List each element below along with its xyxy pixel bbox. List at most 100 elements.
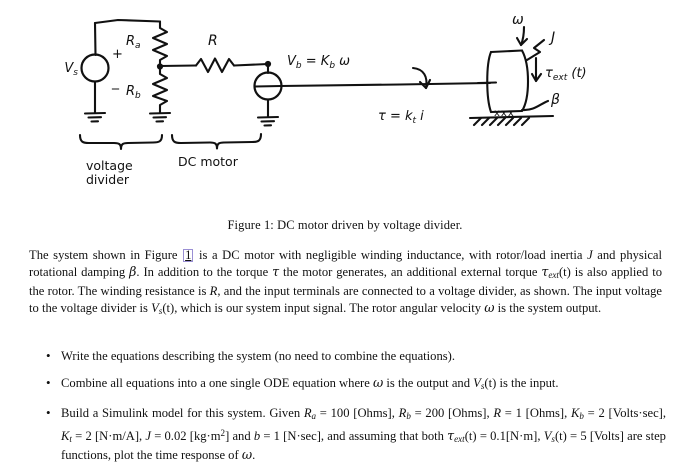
given-ra-value: = 100 [Ohms], bbox=[316, 406, 399, 421]
rotor-top-edge bbox=[489, 49, 524, 54]
motor-shaft bbox=[279, 81, 492, 88]
symbol-source-voltage-subscript: s bbox=[480, 381, 485, 392]
task-3-tail-lead: and assuming that both bbox=[327, 428, 448, 443]
label-brace-voltage-divider-line1: voltage bbox=[86, 158, 133, 173]
ground-hatching bbox=[472, 116, 531, 127]
label-hatch-marks: xxx bbox=[494, 108, 515, 119]
symbol-resistance: R bbox=[209, 284, 218, 299]
task-3-lead: Build a Simulink model for this system. … bbox=[61, 406, 304, 421]
given-b-value: = 1 [N·sec], bbox=[260, 428, 328, 443]
symbol-source-voltage: V bbox=[543, 428, 552, 443]
omega-arrow-head bbox=[515, 36, 529, 47]
task-list: • Write the equations describing the syst… bbox=[44, 348, 666, 464]
symbol-torque-ext: τ bbox=[541, 263, 549, 279]
label-source-minus: _ bbox=[111, 74, 120, 90]
para-text-7: , and the input terminals are connected … bbox=[29, 284, 662, 315]
given-j-value: = 0.02 [kg·m bbox=[150, 428, 221, 443]
para-text-4: . In addition to the torque bbox=[136, 264, 273, 279]
given-kb-subscript: b bbox=[579, 411, 584, 422]
para-text-3: and physical rotational damping bbox=[29, 248, 662, 279]
ground-vb-bar1 bbox=[256, 115, 280, 119]
wire-R-to-vb bbox=[232, 62, 270, 67]
brace-voltage-divider bbox=[78, 133, 164, 151]
label-r: R bbox=[208, 33, 218, 49]
given-kt-subscript: t bbox=[69, 433, 72, 444]
label-back-emf: Vb = Kb ω bbox=[287, 54, 350, 71]
task-2-suffix: (t) is the input. bbox=[484, 376, 559, 391]
label-omega: ω bbox=[512, 12, 524, 28]
symbol-torque: τ bbox=[272, 263, 280, 279]
label-brace-voltage-divider-line2: divider bbox=[86, 172, 130, 187]
description-paragraph: The system shown in Figure 1 is a DC mot… bbox=[29, 247, 662, 319]
task-3-tail-end: (t) = 5 [Volts] are step functions, plot… bbox=[61, 428, 666, 463]
given-j-symbol: J bbox=[145, 428, 151, 443]
para-text-8: (t), which is our system input signal. T… bbox=[162, 300, 485, 315]
rotor-left-ellipse-arc bbox=[486, 50, 493, 114]
given-kt-symbol: K bbox=[61, 428, 70, 443]
label-brace-dc-motor: DC motor bbox=[178, 154, 239, 169]
task-2-prefix: Combine all equations into a one single … bbox=[61, 376, 373, 391]
resistor-rb-symbol bbox=[151, 65, 169, 115]
given-rb-symbol: R bbox=[398, 406, 407, 421]
figure-caption: Figure 1: DC motor driven by voltage div… bbox=[227, 218, 463, 232]
label-rb: Rb bbox=[126, 84, 141, 101]
bullet-marker-icon: • bbox=[46, 405, 51, 421]
wire-top bbox=[93, 18, 162, 25]
given-kt-value: = 2 [N·m/A], bbox=[71, 428, 146, 443]
symbol-source-voltage: V bbox=[151, 300, 159, 315]
voltage-source-symbol bbox=[80, 53, 110, 83]
task-item-simulink-model: • Build a Simulink model for this system.… bbox=[44, 405, 666, 464]
symbol-source-voltage-subscript: s bbox=[158, 305, 163, 316]
given-b-symbol: b bbox=[253, 428, 261, 443]
task-1-text: Write the equations describing the syste… bbox=[61, 349, 455, 363]
symbol-torque-ext: τ bbox=[447, 427, 455, 443]
para-text-6: (t) is also applied to the rotor. The wi… bbox=[29, 264, 662, 299]
ground-vs-bar1 bbox=[83, 111, 107, 115]
damping-leader-line bbox=[520, 99, 550, 112]
circuit-schematic-svg: Vs + _ Ra Rb R Vb = Kb ω τ = kt i ω J τe… bbox=[64, 12, 587, 187]
symbol-source-voltage: V bbox=[473, 376, 481, 391]
given-ra-symbol: R bbox=[303, 406, 312, 421]
given-r-value: = 1 [Ohms], bbox=[501, 406, 572, 421]
given-j-tail: ] and bbox=[225, 428, 254, 443]
bullet-marker-icon: • bbox=[46, 348, 51, 363]
task-2-mid: is the output and bbox=[383, 376, 474, 391]
para-text-9: is the system output. bbox=[494, 300, 602, 315]
task-3-tail-mid: (t) = 0.1[N·m], bbox=[464, 428, 544, 443]
symbol-torque-ext-subscript: ext bbox=[454, 433, 465, 444]
symbol-omega: ω bbox=[372, 375, 384, 391]
label-text-torque: τext (t) bbox=[545, 66, 587, 83]
task-3-period: . bbox=[252, 448, 256, 463]
para-text-1: The system shown in Figure bbox=[29, 248, 183, 262]
symbol-damping: β bbox=[129, 263, 137, 279]
given-j-exponent: 2 bbox=[220, 427, 226, 438]
rotor-shaft-stub bbox=[476, 81, 498, 85]
given-rb-value: = 200 [Ohms], bbox=[410, 406, 494, 421]
label-damping: β bbox=[550, 92, 560, 108]
torque-arrow-head bbox=[418, 78, 432, 90]
symbol-omega: ω bbox=[241, 447, 253, 463]
text-torque-arrow-head bbox=[530, 72, 543, 83]
task-item-combine-equations: • Combine all equations into a one single… bbox=[44, 375, 666, 395]
wire-source-top bbox=[93, 21, 97, 57]
ground-rb-bar1 bbox=[148, 111, 172, 115]
task-item-write-equations: • Write the equations describing the syst… bbox=[44, 348, 666, 365]
problem-description: The system shown in Figure 1 is a DC mot… bbox=[29, 247, 662, 319]
symbol-inertia: J bbox=[587, 248, 593, 262]
label-torque: τ = kt i bbox=[378, 109, 424, 126]
rotor-right-edge bbox=[520, 49, 529, 113]
figure-reference-link[interactable]: 1 bbox=[183, 248, 194, 262]
given-ra-subscript: a bbox=[311, 411, 317, 422]
figure-1-diagram: Vs + _ Ra Rb R Vb = Kb ω τ = kt i ω J τe… bbox=[0, 0, 690, 212]
given-r-symbol: R bbox=[493, 406, 502, 421]
given-kb-symbol: K bbox=[571, 406, 580, 421]
inertia-leader-line bbox=[525, 38, 546, 62]
bullet-marker-icon: • bbox=[46, 375, 51, 391]
ground-surface-line bbox=[468, 114, 555, 120]
back-emf-inner-bar bbox=[253, 84, 283, 88]
para-text-5: the motor generates, an additional exter… bbox=[279, 264, 542, 279]
label-inertia: J bbox=[548, 30, 555, 46]
wire-node-to-R bbox=[158, 64, 198, 68]
symbol-omega: ω bbox=[484, 299, 495, 315]
